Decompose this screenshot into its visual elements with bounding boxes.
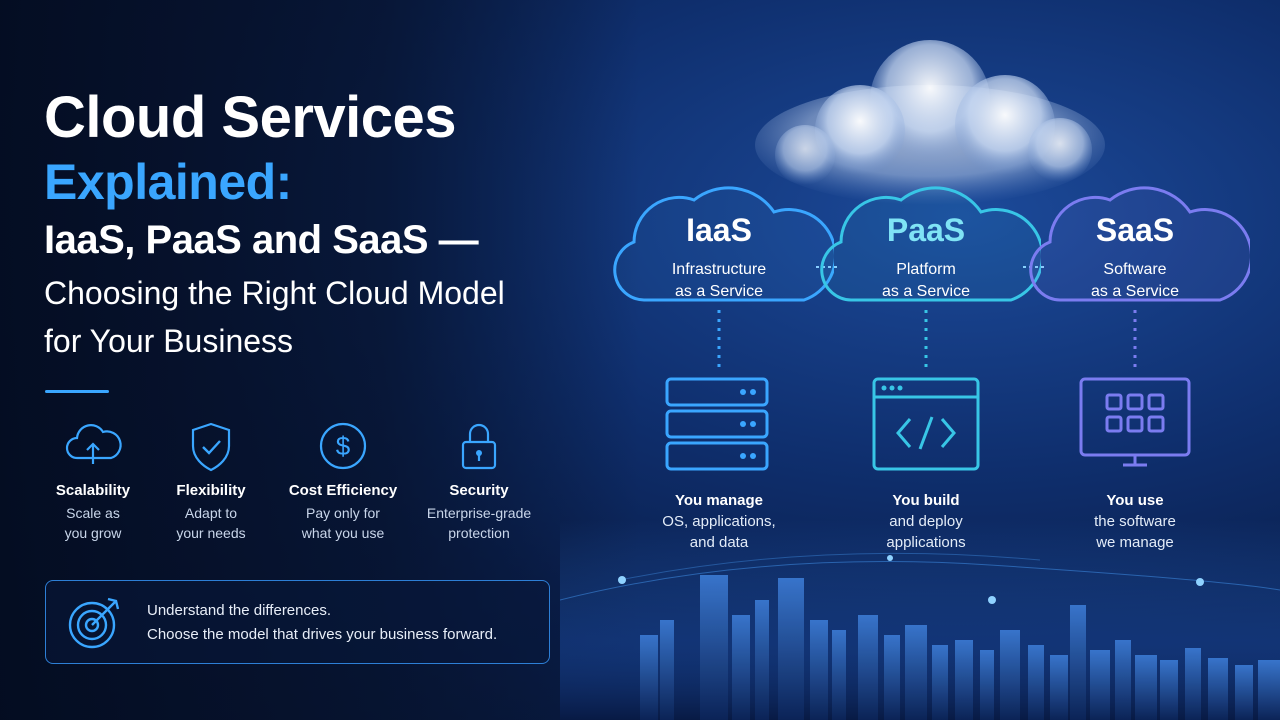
service-full-name-line: as a Service <box>674 283 764 300</box>
benefit-title: Scalability <box>55 482 131 499</box>
service-desc-line: OS, applications, <box>662 513 776 530</box>
benefit-title: Cost Efficiency <box>288 482 398 499</box>
service-desc-line: applications <box>886 534 966 551</box>
benefit-flexibility: Flexibility Adapt to your needs <box>146 420 276 543</box>
cloud-outline-icon <box>613 186 834 302</box>
cloud-connector <box>1023 266 1045 268</box>
service-desc-lead: You manage <box>674 492 764 509</box>
service-desc-line: and data <box>689 534 749 551</box>
service-card-iaas: IaaS Infrastructure as a Service You man… <box>604 160 834 560</box>
page-title-models: IaaS, PaaS and SaaS — <box>44 218 479 262</box>
benefit-description: Adapt to your needs <box>146 503 276 543</box>
callout-text: Understand the differences. Choose the m… <box>147 599 497 647</box>
benefit-desc-line: you grow <box>64 525 122 541</box>
benefit-desc-line: your needs <box>176 525 246 541</box>
dotted-connector <box>924 310 928 370</box>
service-full-name: Software as a Service <box>1020 259 1250 303</box>
target-icon <box>68 597 120 649</box>
benefit-description: Enterprise-grade protection <box>414 503 544 543</box>
service-full-name-line: Platform <box>896 261 956 278</box>
service-full-name: Platform as a Service <box>811 259 1041 303</box>
service-name: IaaS <box>686 212 752 248</box>
page-title-highlight: Explained: <box>44 154 292 210</box>
title-divider <box>45 390 109 393</box>
service-desc-line: the software <box>1094 513 1176 530</box>
callout-line-1: Understand the differences. <box>147 602 332 619</box>
code-window-icon <box>872 377 980 471</box>
service-full-name-line: Infrastructure <box>671 261 767 278</box>
benefit-cost-efficiency: $ Cost Efficiency Pay only for what you … <box>278 420 408 543</box>
cloud-connector <box>816 266 838 268</box>
benefit-desc-line: Adapt to <box>184 505 238 521</box>
benefit-desc-line: Scale as <box>66 505 120 521</box>
benefit-desc-line: protection <box>448 525 510 541</box>
service-desc-line: and deploy <box>889 513 963 530</box>
subtitle-line-2: for Your Business <box>44 323 294 359</box>
dotted-connector <box>1133 310 1137 370</box>
service-card-paas: PaaS Platform as a Service You build and… <box>811 160 1041 560</box>
service-full-name-line: Software <box>1103 261 1167 278</box>
benefit-desc-line: Pay only for <box>306 505 380 521</box>
benefit-title: Security <box>449 482 509 499</box>
svg-text:$: $ <box>336 431 351 461</box>
service-name: PaaS <box>886 212 966 248</box>
callout-line-2: Choose the model that drives your busine… <box>147 626 498 643</box>
server-stack-icon <box>665 377 769 471</box>
callout-box: Understand the differences. Choose the m… <box>45 580 550 664</box>
service-desc-line: we manage <box>1096 534 1174 551</box>
padlock-icon <box>461 423 497 470</box>
app-grid-monitor-icon <box>1079 377 1191 467</box>
service-card-saas: SaaS Software as a Service You use the s… <box>1020 160 1250 560</box>
dotted-connector <box>717 310 721 370</box>
service-full-name: Infrastructure as a Service <box>604 259 834 303</box>
benefit-desc-line: Enterprise-grade <box>426 505 532 521</box>
service-name: SaaS <box>1095 212 1175 248</box>
service-desc-lead: You build <box>892 492 960 509</box>
benefits-row: Scalability Scale as you grow Flexibilit… <box>28 420 568 560</box>
benefit-scalability: Scalability Scale as you grow <box>28 420 158 543</box>
service-description: You use the software we manage <box>1020 490 1250 553</box>
service-description: You manage OS, applications, and data <box>604 490 834 553</box>
page-title: Cloud Services <box>44 85 457 150</box>
shield-check-icon <box>191 422 231 472</box>
benefit-description: Pay only for what you use <box>278 503 408 543</box>
city-skyline-image <box>560 520 1280 720</box>
service-description: You build and deploy applications <box>811 490 1041 553</box>
service-full-name-line: as a Service <box>881 283 971 300</box>
benefit-title: Flexibility <box>176 482 246 499</box>
cloud-outline-icon <box>820 186 1041 302</box>
title-block: Cloud Services Explained: IaaS, PaaS and… <box>44 85 604 365</box>
cloud-outline-icon <box>1029 186 1250 302</box>
cloud-upload-icon <box>65 424 122 464</box>
subtitle-line-1: Choosing the Right Cloud Model <box>44 275 505 311</box>
dollar-circle-icon: $ <box>319 422 367 470</box>
benefit-desc-line: what you use <box>301 525 385 541</box>
benefit-security: Security Enterprise-grade protection <box>414 420 544 543</box>
service-desc-lead: You use <box>1106 492 1164 509</box>
service-full-name-line: as a Service <box>1090 283 1180 300</box>
page-subtitle: Choosing the Right Cloud Model for Your … <box>44 269 604 365</box>
background-cloud-image <box>755 40 1105 205</box>
benefit-description: Scale as you grow <box>28 503 158 543</box>
